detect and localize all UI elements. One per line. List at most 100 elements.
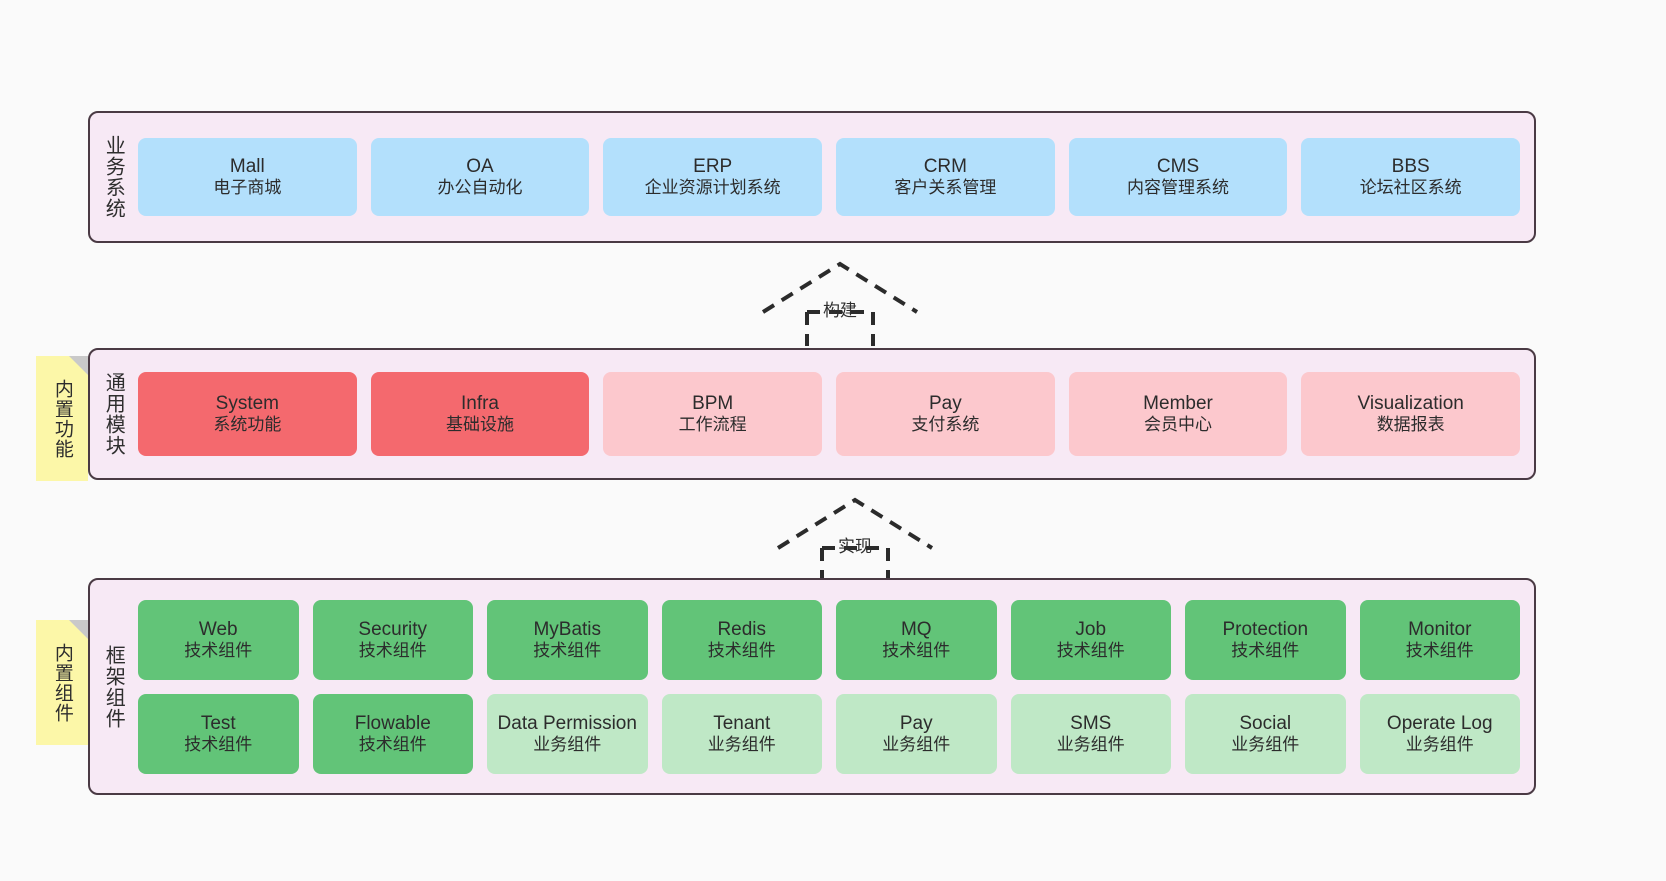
component-subtitle: 技术组件 xyxy=(358,734,427,754)
component-subtitle: 技术组件 xyxy=(358,640,427,660)
module-card-crm[interactable]: CRM 客户关系管理 xyxy=(836,138,1055,216)
component-subtitle: 技术组件 xyxy=(882,640,951,660)
component-card-job[interactable]: Job 技术组件 xyxy=(1010,599,1171,680)
component-subtitle: 技术组件 xyxy=(707,640,776,660)
module-title: BPM xyxy=(692,393,734,415)
layer-label-framework-components: 框架组件 xyxy=(102,644,125,729)
component-title: Data Permission xyxy=(497,712,637,734)
module-subtitle: 基础设施 xyxy=(446,415,514,435)
sticky-note-builtin-components: 内置组件 xyxy=(36,620,88,745)
module-card-bpm[interactable]: BPM 工作流程 xyxy=(603,372,823,456)
component-card-tenant[interactable]: Tenant 业务组件 xyxy=(661,693,822,774)
framework-row-business: Test 技术组件 Flowable 技术组件 Data Permission … xyxy=(138,693,1520,774)
component-subtitle: 技术组件 xyxy=(1056,640,1125,660)
component-card-protection[interactable]: Protection 技术组件 xyxy=(1185,599,1346,680)
connector-implement-arrow-icon xyxy=(776,497,934,582)
component-subtitle: 技术组件 xyxy=(184,640,253,660)
module-title: Visualization xyxy=(1357,393,1464,415)
layer-label-business-systems: 业务系统 xyxy=(102,135,125,219)
component-subtitle: 技术组件 xyxy=(1405,640,1474,660)
component-title: Tenant xyxy=(713,712,771,734)
component-card-monitor[interactable]: Monitor 技术组件 xyxy=(1359,599,1520,680)
module-title: Member xyxy=(1143,393,1213,415)
common-modules-items: System 系统功能 Infra 基础设施 BPM 工作流程 Pay 支付系统… xyxy=(136,350,1534,478)
component-title: Operate Log xyxy=(1386,712,1493,734)
module-card-mall[interactable]: Mall 电子商城 xyxy=(138,138,357,216)
connector-build: 构建 xyxy=(755,256,925,346)
business-systems-items: Mall 电子商城 OA 办公自动化 ERP 企业资源计划系统 CRM 客户关系… xyxy=(136,113,1534,241)
component-title: Social xyxy=(1239,712,1292,734)
module-subtitle: 企业资源计划系统 xyxy=(644,178,781,198)
module-card-system[interactable]: System 系统功能 xyxy=(138,372,357,456)
framework-row-technical: Web 技术组件 Security 技术组件 MyBatis 技术组件 Redi… xyxy=(138,599,1520,680)
module-card-pay[interactable]: Pay 支付系统 xyxy=(836,372,1055,456)
component-title: MQ xyxy=(900,618,932,640)
module-card-infra[interactable]: Infra 基础设施 xyxy=(370,372,590,456)
component-card-web[interactable]: Web 技术组件 xyxy=(138,599,299,680)
component-title: Test xyxy=(200,712,236,734)
component-subtitle: 业务组件 xyxy=(882,734,951,754)
module-subtitle: 工作流程 xyxy=(678,415,747,435)
module-title: BBS xyxy=(1391,156,1430,178)
module-subtitle: 电子商城 xyxy=(213,178,282,198)
module-title: Mall xyxy=(229,156,265,178)
module-title: System xyxy=(215,393,280,415)
module-title: Infra xyxy=(460,393,500,415)
component-card-test[interactable]: Test 技术组件 xyxy=(138,693,299,774)
component-subtitle: 业务组件 xyxy=(1231,734,1300,754)
module-subtitle: 支付系统 xyxy=(911,415,980,435)
module-title: CMS xyxy=(1156,156,1200,178)
component-title: SMS xyxy=(1070,712,1112,734)
connector-build-arrow-icon xyxy=(761,261,919,346)
module-title: CRM xyxy=(923,156,967,178)
component-card-social[interactable]: Social 业务组件 xyxy=(1185,693,1346,774)
layer-business-systems: 业务系统 Mall 电子商城 OA 办公自动化 ERP 企业资源计划系统 CRM… xyxy=(88,111,1536,243)
component-title: Protection xyxy=(1222,618,1309,640)
component-card-mybatis[interactable]: MyBatis 技术组件 xyxy=(487,599,648,680)
module-card-cms[interactable]: CMS 内容管理系统 xyxy=(1068,138,1288,216)
module-title: ERP xyxy=(693,156,733,178)
component-card-redis[interactable]: Redis 技术组件 xyxy=(661,599,822,680)
sticky-note-label: 内置功能 xyxy=(51,378,73,459)
component-title: Redis xyxy=(717,618,767,640)
sticky-note-builtin-features: 内置功能 xyxy=(36,356,88,481)
component-title: Security xyxy=(358,618,428,640)
component-card-data-permission[interactable]: Data Permission 业务组件 xyxy=(487,693,648,774)
module-title: OA xyxy=(466,156,494,178)
module-subtitle: 办公自动化 xyxy=(437,178,523,198)
module-card-erp[interactable]: ERP 企业资源计划系统 xyxy=(603,138,823,216)
module-card-visualization[interactable]: Visualization 数据报表 xyxy=(1301,372,1521,456)
component-title: MyBatis xyxy=(533,618,602,640)
component-card-security[interactable]: Security 技术组件 xyxy=(312,599,473,680)
component-title: Monitor xyxy=(1408,618,1472,640)
component-subtitle: 业务组件 xyxy=(1056,734,1125,754)
module-subtitle: 内容管理系统 xyxy=(1127,178,1230,198)
module-card-member[interactable]: Member 会员中心 xyxy=(1068,372,1288,456)
module-card-oa[interactable]: OA 办公自动化 xyxy=(370,138,590,216)
sticky-note-label: 内置组件 xyxy=(51,642,73,723)
framework-components-rows: Web 技术组件 Security 技术组件 MyBatis 技术组件 Redi… xyxy=(136,580,1534,793)
component-card-pay[interactable]: Pay 业务组件 xyxy=(836,693,997,774)
module-subtitle: 客户关系管理 xyxy=(894,178,997,198)
module-subtitle: 会员中心 xyxy=(1144,415,1213,435)
module-subtitle: 数据报表 xyxy=(1376,415,1445,435)
component-title: Pay xyxy=(899,712,933,734)
component-title: Web xyxy=(198,618,238,640)
connector-implement: 实现 xyxy=(770,492,940,582)
component-title: Job xyxy=(1075,618,1107,640)
component-card-operate-log[interactable]: Operate Log 业务组件 xyxy=(1359,693,1520,774)
component-card-sms[interactable]: SMS 业务组件 xyxy=(1010,693,1171,774)
component-subtitle: 技术组件 xyxy=(184,734,253,754)
module-subtitle: 论坛社区系统 xyxy=(1359,178,1462,198)
component-subtitle: 业务组件 xyxy=(1405,734,1474,754)
component-subtitle: 技术组件 xyxy=(533,640,602,660)
layer-common-modules: 通用模块 System 系统功能 Infra 基础设施 BPM 工作流程 Pay… xyxy=(88,348,1536,480)
connector-build-label: 构建 xyxy=(823,301,857,320)
component-card-mq[interactable]: MQ 技术组件 xyxy=(836,599,997,680)
module-title: Pay xyxy=(928,393,962,415)
layer-label-common-modules: 通用模块 xyxy=(102,372,125,456)
module-card-bbs[interactable]: BBS 论坛社区系统 xyxy=(1301,138,1521,216)
component-card-flowable[interactable]: Flowable 技术组件 xyxy=(312,693,473,774)
component-subtitle: 业务组件 xyxy=(707,734,776,754)
